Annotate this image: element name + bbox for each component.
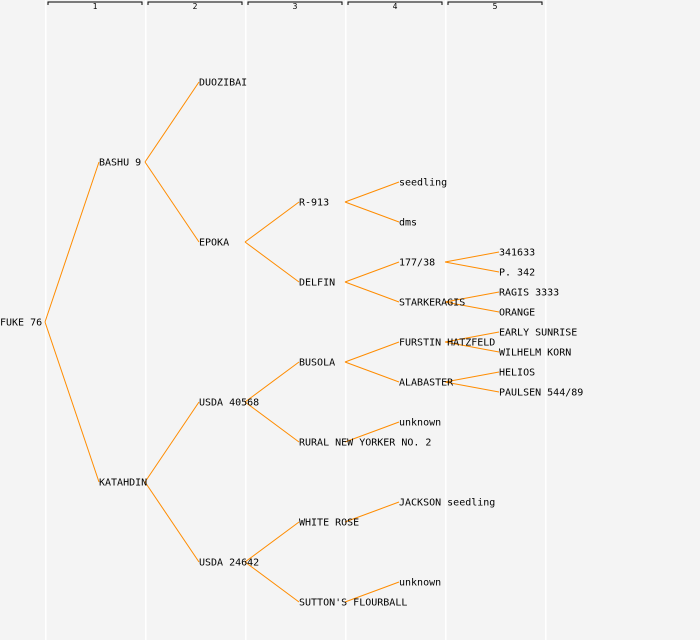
pedigree-link xyxy=(244,201,300,243)
generation-bracket xyxy=(447,1,543,5)
pedigree-node[interactable]: ORANGE xyxy=(499,308,535,319)
generation-header: 2 xyxy=(193,2,198,11)
pedigree-link xyxy=(444,331,500,343)
pedigree-link xyxy=(244,521,300,563)
generation-bracket xyxy=(347,1,443,5)
pedigree-link xyxy=(344,361,400,383)
pedigree-link xyxy=(344,261,400,283)
pedigree-node[interactable]: USDA 40568 xyxy=(199,398,259,409)
pedigree-link xyxy=(144,481,200,563)
column-separator xyxy=(445,0,447,640)
pedigree-link xyxy=(344,181,400,203)
pedigree-node[interactable]: P. 342 xyxy=(499,268,535,279)
pedigree-link xyxy=(444,261,500,273)
pedigree-link xyxy=(244,561,300,603)
pedigree-node[interactable]: DELFIN xyxy=(299,278,335,289)
pedigree-link xyxy=(244,241,300,283)
pedigree-link xyxy=(144,161,200,243)
column-separator xyxy=(145,0,147,640)
pedigree-node[interactable]: EPOKA xyxy=(199,238,229,249)
pedigree-link xyxy=(144,401,200,483)
pedigree-link xyxy=(244,361,300,403)
pedigree-node[interactable]: FUKE 76 xyxy=(0,318,42,329)
pedigree-node[interactable]: 341633 xyxy=(499,248,535,259)
pedigree-node[interactable]: PAULSEN 544/89 xyxy=(499,388,583,399)
pedigree-link xyxy=(344,501,400,523)
pedigree-link xyxy=(344,421,400,443)
pedigree-link xyxy=(444,251,500,263)
pedigree-link xyxy=(44,321,100,483)
pedigree-node[interactable]: RURAL NEW YORKER NO. 2 xyxy=(299,438,431,449)
pedigree-node[interactable]: dms xyxy=(399,218,417,229)
pedigree-node[interactable]: EARLY SUNRISE xyxy=(499,328,577,339)
pedigree-node[interactable]: USDA 24642 xyxy=(199,558,259,569)
pedigree-node[interactable]: DUOZIBAI xyxy=(199,78,247,89)
column-separator xyxy=(245,0,247,640)
pedigree-link xyxy=(144,81,200,163)
generation-header: 3 xyxy=(293,2,298,11)
pedigree-node[interactable]: seedling xyxy=(399,178,447,189)
pedigree-node[interactable]: JACKSON seedling xyxy=(399,498,495,509)
generation-bracket xyxy=(247,1,343,5)
pedigree-node[interactable]: STARKERAGIS xyxy=(399,298,465,309)
pedigree-node[interactable]: unknown xyxy=(399,578,441,589)
pedigree-link xyxy=(444,371,500,383)
column-separator xyxy=(345,0,347,640)
pedigree-link xyxy=(444,301,500,313)
pedigree-node[interactable]: HELIOS xyxy=(499,368,535,379)
pedigree-node[interactable]: FURSTIN HATZFELD xyxy=(399,338,495,349)
pedigree-node[interactable]: RAGIS 3333 xyxy=(499,288,559,299)
generation-header: 1 xyxy=(93,2,98,11)
pedigree-node[interactable]: 177/38 xyxy=(399,258,435,269)
pedigree-node[interactable]: WHITE ROSE xyxy=(299,518,359,529)
pedigree-node[interactable]: SUTTON'S FLOURBALL xyxy=(299,598,407,609)
pedigree-link xyxy=(244,401,300,443)
pedigree-node[interactable]: R-913 xyxy=(299,198,329,209)
pedigree-link xyxy=(44,161,100,323)
generation-bracket xyxy=(47,1,143,5)
pedigree-link xyxy=(344,281,400,303)
generation-bracket xyxy=(147,1,243,5)
pedigree-link xyxy=(344,201,400,223)
generation-header: 4 xyxy=(393,2,398,11)
column-separator xyxy=(545,0,547,640)
pedigree-link xyxy=(444,341,500,353)
generation-header: 5 xyxy=(493,2,498,11)
pedigree-link xyxy=(444,381,500,393)
pedigree-link xyxy=(344,341,400,363)
pedigree-link xyxy=(344,581,400,603)
pedigree-node[interactable]: BASHU 9 xyxy=(99,158,141,169)
pedigree-node[interactable]: unknown xyxy=(399,418,441,429)
pedigree-node[interactable]: ALABASTER xyxy=(399,378,454,389)
pedigree-node[interactable]: BUSOLA xyxy=(299,358,335,369)
pedigree-node[interactable]: KATAHDIN xyxy=(99,478,147,489)
pedigree-link xyxy=(444,291,500,303)
pedigree-node[interactable]: WILHELM KORN xyxy=(499,348,571,359)
